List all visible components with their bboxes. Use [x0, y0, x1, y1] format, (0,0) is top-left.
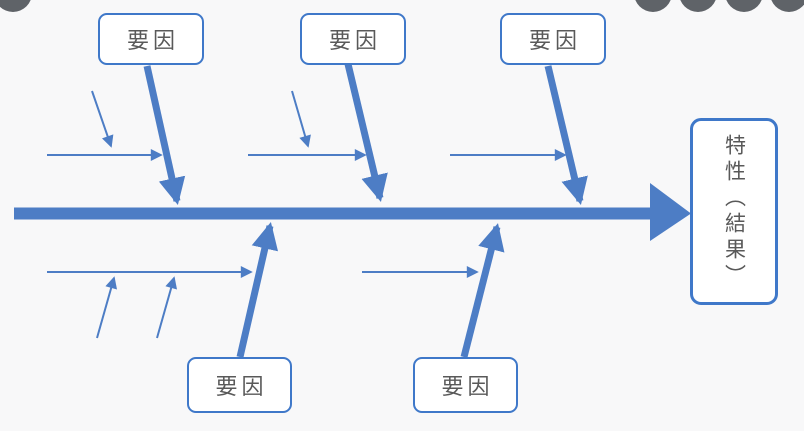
gray-dot-icon	[0, 0, 31, 12]
branch-arrow-bottom-1	[236, 222, 279, 358]
cause-box-top-2: 要因	[300, 13, 406, 65]
cause-box-bottom-2: 要因	[413, 357, 518, 413]
sub-arrow-top-1-diagonal	[91, 90, 114, 148]
cause-label: 要因	[126, 28, 179, 53]
cause-label: 要因	[528, 28, 581, 53]
branch-arrow-top-1	[143, 65, 186, 205]
cause-label: 要因	[441, 374, 494, 399]
branch-arrow-top-2	[344, 63, 388, 202]
gray-dot-icon	[680, 0, 716, 12]
cause-box-top-3: 要因	[500, 13, 606, 65]
gray-dot-icon	[635, 0, 671, 12]
gray-dot-icon	[726, 0, 762, 12]
effect-label: 特性（結果）	[722, 133, 746, 290]
gray-dot-icon	[771, 0, 804, 12]
branch-arrow-top-3	[544, 65, 588, 205]
spine-arrowhead	[650, 183, 691, 241]
sub-arrow-top-2-diagonal	[291, 90, 311, 148]
cause-box-top-1: 要因	[98, 13, 204, 65]
cause-box-bottom-1: 要因	[187, 357, 292, 413]
sub-arrow-bottom-1-diagonal-b	[156, 276, 177, 339]
sub-arrow-bottom-1-diagonal-a	[96, 276, 117, 339]
cause-label: 要因	[328, 28, 381, 53]
cause-label: 要因	[215, 374, 268, 399]
branch-arrow-bottom-2	[460, 223, 505, 358]
effect-box: 特性（結果）	[690, 118, 778, 305]
spine-line	[14, 207, 659, 220]
